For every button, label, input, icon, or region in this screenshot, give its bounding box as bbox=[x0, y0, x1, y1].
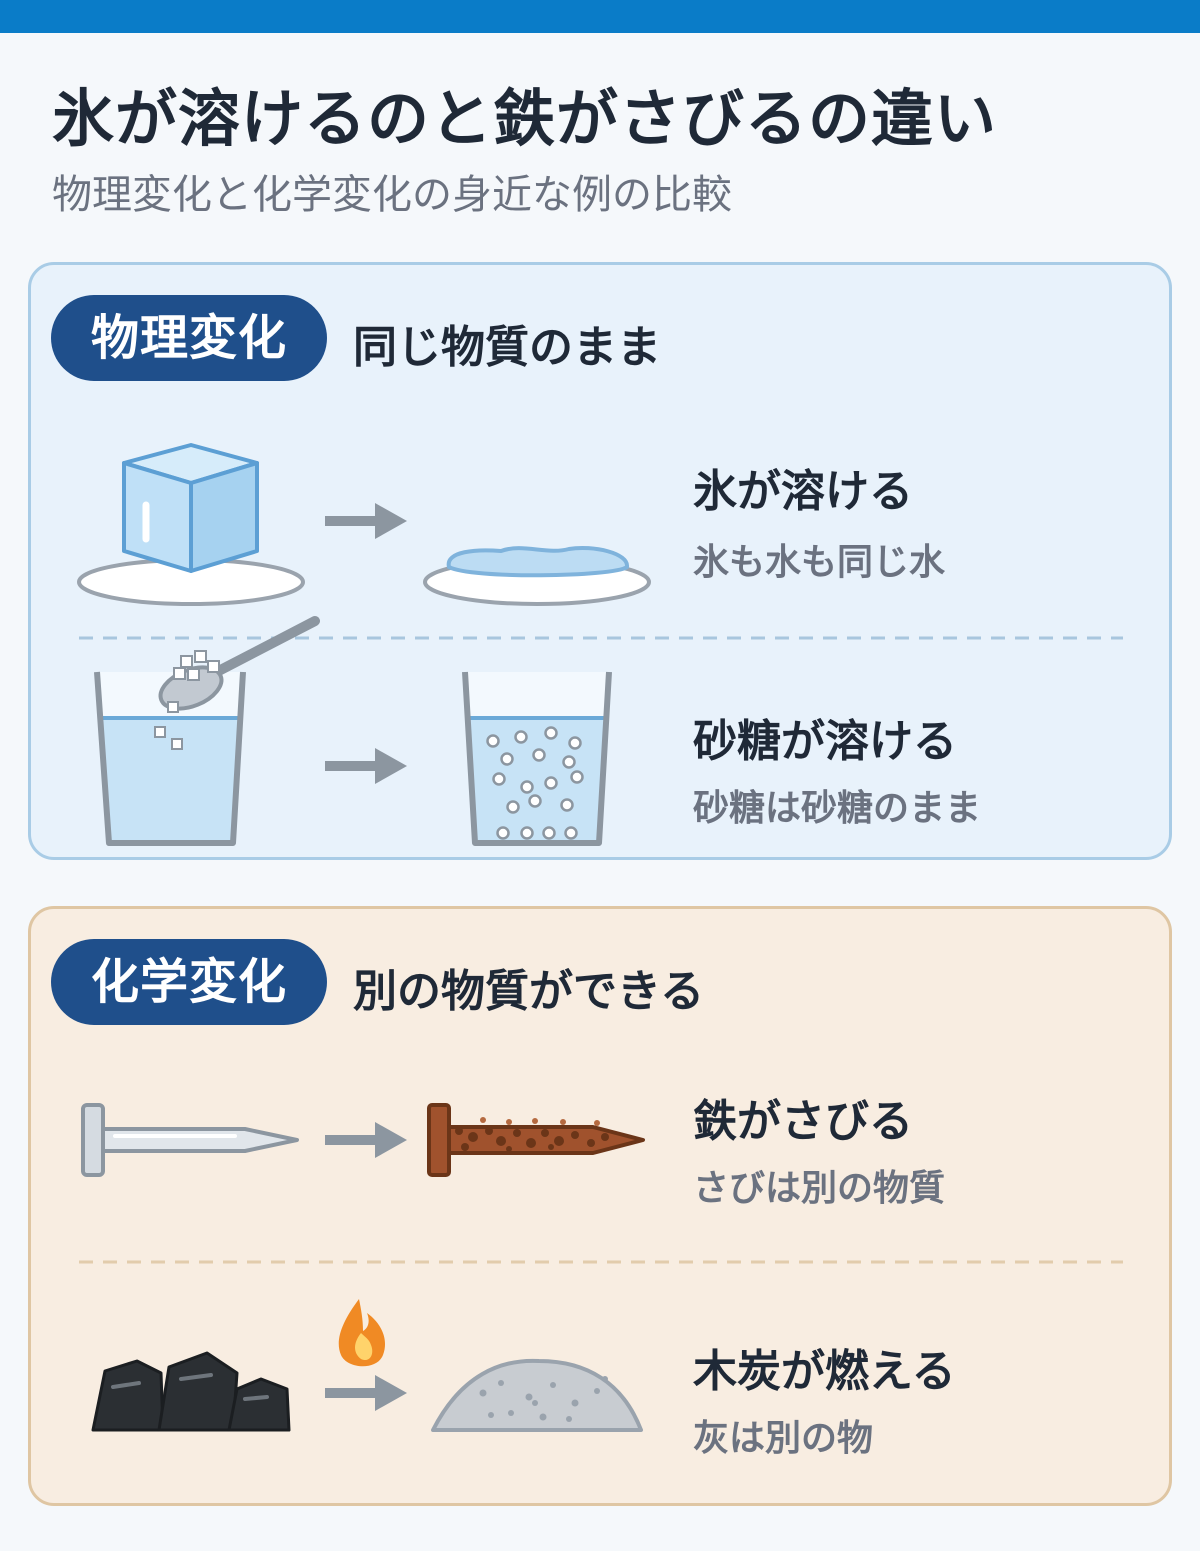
chemical-change-badge: 化学変化 bbox=[51, 939, 327, 1025]
example-title-sugar: 砂糖が溶ける bbox=[693, 716, 957, 767]
arrow-icon bbox=[325, 1122, 407, 1158]
rusty-nail-icon bbox=[427, 1103, 645, 1177]
flame-icon bbox=[338, 1299, 386, 1367]
example-title-charcoal: 木炭が燃える bbox=[693, 1346, 956, 1397]
sugar-spoon-glass-icon bbox=[94, 616, 320, 846]
example-desc-sugar: 砂糖は砂糖のまま bbox=[693, 788, 982, 829]
example-desc-ice: 氷も水も同じ水 bbox=[693, 542, 946, 583]
charcoal-icon bbox=[91, 1351, 291, 1432]
physical-change-heading: 同じ物質のまま bbox=[353, 322, 661, 373]
ash-pile-icon bbox=[431, 1358, 643, 1432]
physical-change-panel: 物理変化 同じ物質のまま bbox=[28, 262, 1172, 860]
top-accent-bar bbox=[0, 0, 1200, 33]
example-title-rust: 鉄がさびる bbox=[693, 1096, 913, 1147]
arrow-icon bbox=[325, 503, 407, 539]
chemical-change-heading: 別の物質ができる bbox=[353, 966, 705, 1017]
physical-change-badge: 物理変化 bbox=[51, 295, 327, 381]
example-desc-rust: さびは別の物質 bbox=[693, 1168, 946, 1209]
arrow-icon bbox=[325, 1375, 407, 1411]
page-subtitle: 物理変化と化学変化の身近な例の比較 bbox=[52, 172, 732, 218]
iron-nail-icon bbox=[81, 1103, 299, 1177]
chemical-change-panel: 化学変化 別の物質ができる bbox=[28, 906, 1172, 1506]
physical-illustrations bbox=[77, 443, 1123, 846]
water-puddle-icon bbox=[423, 546, 651, 606]
ice-cube-icon bbox=[77, 443, 305, 606]
page-title: 氷が溶けるのと鉄がさびるの違い bbox=[52, 82, 998, 155]
sugar-water-glass-icon bbox=[462, 671, 612, 846]
example-desc-charcoal: 灰は別の物 bbox=[693, 1418, 874, 1459]
chemical-illustrations bbox=[79, 1103, 1123, 1432]
example-title-ice: 氷が溶ける bbox=[693, 466, 913, 517]
arrow-icon bbox=[325, 748, 407, 784]
